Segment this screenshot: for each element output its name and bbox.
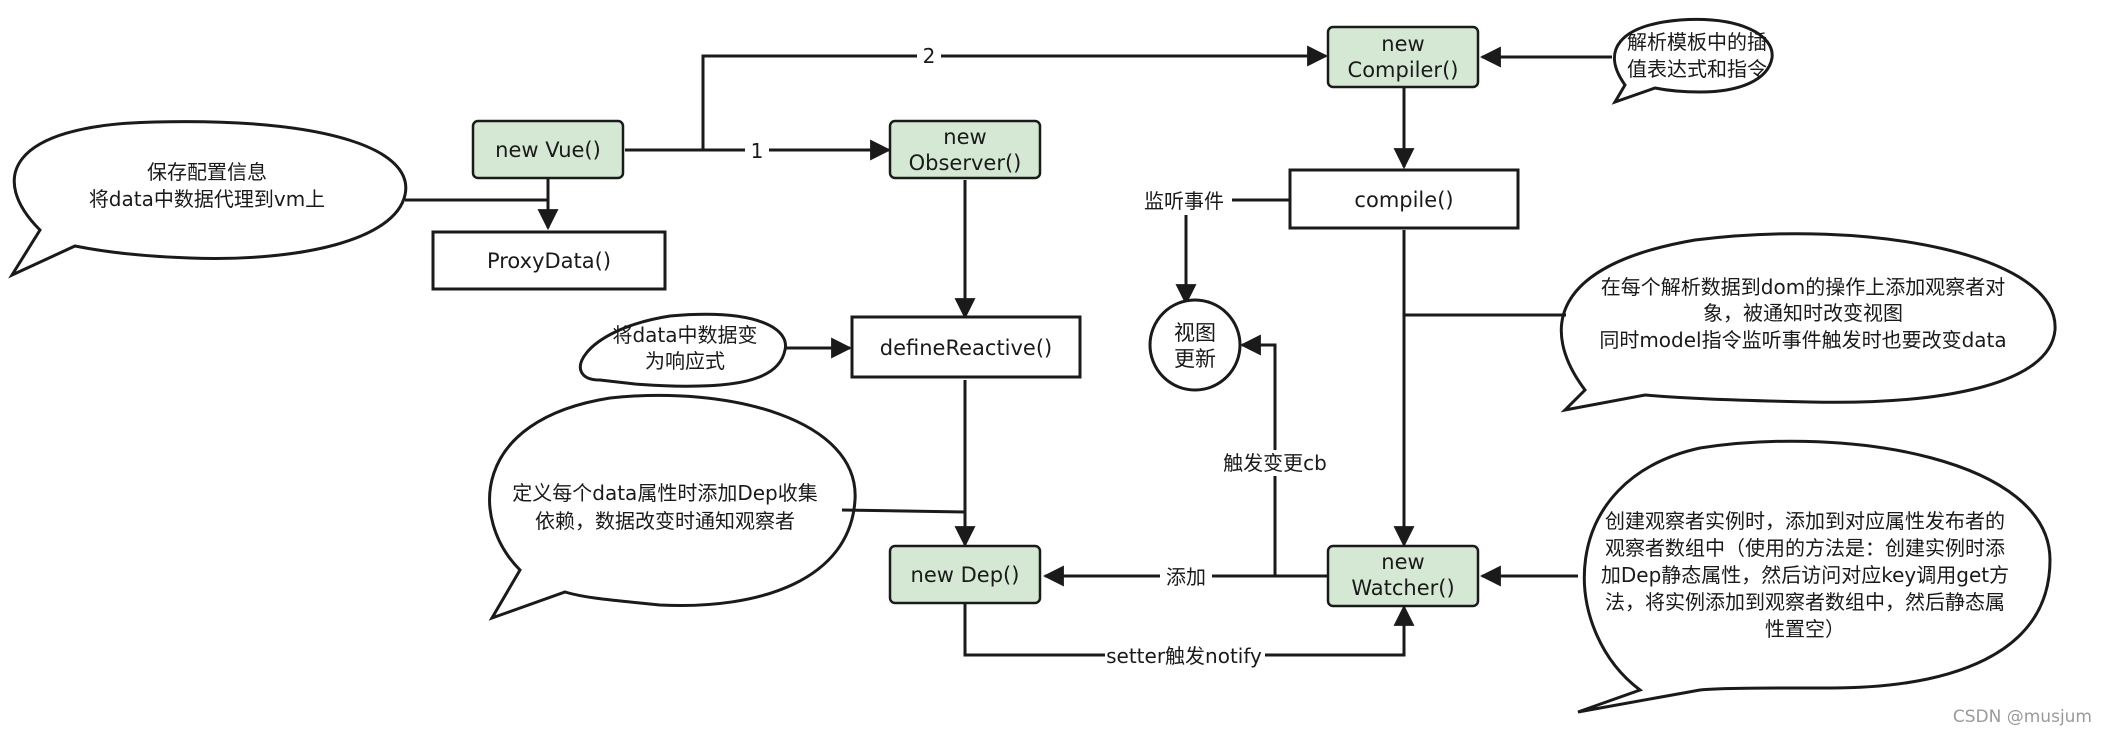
compile-note-bubble <box>1559 232 2057 413</box>
svg-text:创建观察者实例时，添加到对应属性发布者的: 创建观察者实例时，添加到对应属性发布者的 <box>1605 509 2005 533</box>
dep-note-bubble <box>488 393 857 621</box>
svg-text:Observer(): Observer() <box>909 151 1022 175</box>
node-define-reactive: defineReactive() <box>850 315 1082 379</box>
node-compile: compile() <box>1288 168 1520 230</box>
node-new-vue: new Vue() <box>471 119 625 180</box>
svg-text:将data中数据代理到vm上: 将data中数据代理到vm上 <box>89 187 325 211</box>
watcher-note: 创建观察者实例时，添加到对应属性发布者的 观察者数组中（使用的方法是：创建实例时… <box>1601 509 2009 641</box>
vue-note-bubble <box>8 120 408 279</box>
svg-text:Compiler(): Compiler() <box>1348 58 1459 82</box>
node-new-compiler: new Compiler() <box>1326 25 1480 89</box>
svg-text:定义每个data属性时添加Dep收集: 定义每个data属性时添加Dep收集 <box>512 481 817 505</box>
label-step-2: 2 <box>923 44 936 68</box>
svg-text:观察者数组中（使用的方法是：创建实例时添: 观察者数组中（使用的方法是：创建实例时添 <box>1605 536 2005 560</box>
reactive-note: 将data中数据变 为响应式 <box>612 323 757 373</box>
label-trigger-cb: 触发变更cb <box>1223 451 1327 475</box>
svg-text:解析模板中的插: 解析模板中的插 <box>1627 30 1767 54</box>
svg-text:将data中数据变: 将data中数据变 <box>612 323 757 347</box>
svg-text:new Dep(): new Dep() <box>911 563 1020 587</box>
edge-dep-note <box>841 508 966 514</box>
svg-text:new: new <box>1381 550 1424 574</box>
watcher-note-bubble <box>1577 439 2052 714</box>
svg-text:ProxyData(): ProxyData() <box>487 249 611 273</box>
svg-text:new Vue(): new Vue() <box>495 138 601 162</box>
svg-text:值表达式和指令: 值表达式和指令 <box>1627 57 1767 81</box>
watermark: CSDN @musjum <box>1953 707 2092 727</box>
svg-text:new: new <box>1381 32 1424 56</box>
svg-text:性置空）: 性置空） <box>1765 617 1845 641</box>
svg-text:compile(): compile() <box>1354 188 1453 212</box>
compile-note: 在每个解析数据到dom的操作上添加观察者对 象，被通知时改变视图 同时model… <box>1599 275 2006 352</box>
node-view-update: 视图 更新 <box>1148 298 1242 392</box>
svg-text:法，将实例添加到观察者数组中，然后静态属: 法，将实例添加到观察者数组中，然后静态属 <box>1605 590 2005 614</box>
svg-text:象，被通知时改变视图: 象，被通知时改变视图 <box>1703 301 1903 325</box>
label-setter-notify: setter触发notify <box>1106 644 1262 668</box>
vue-note: 保存配置信息 将data中数据代理到vm上 <box>89 160 325 211</box>
svg-text:new: new <box>943 125 986 149</box>
label-add: 添加 <box>1166 565 1206 589</box>
node-proxy-data: ProxyData() <box>431 230 667 291</box>
label-step-1: 1 <box>751 139 764 163</box>
svg-text:Watcher(): Watcher() <box>1351 576 1454 600</box>
svg-text:保存配置信息: 保存配置信息 <box>147 160 267 184</box>
node-new-dep: new Dep() <box>888 544 1042 605</box>
edge-watcher-to-view <box>1239 334 1277 576</box>
svg-text:为响应式: 为响应式 <box>645 349 725 373</box>
compiler-note-bubble <box>1611 17 1774 105</box>
compiler-note: 解析模板中的插 值表达式和指令 <box>1627 30 1767 81</box>
svg-text:加Dep静态属性，然后访问对应key调用get方: 加Dep静态属性，然后访问对应key调用get方 <box>1601 563 2009 587</box>
svg-text:更新: 更新 <box>1174 347 1216 371</box>
node-new-watcher: new Watcher() <box>1326 544 1480 608</box>
label-listen-event: 监听事件 <box>1144 189 1224 213</box>
svg-text:同时model指令监听事件触发时也要改变data: 同时model指令监听事件触发时也要改变data <box>1599 328 2006 352</box>
svg-text:视图: 视图 <box>1174 321 1216 345</box>
svg-text:defineReactive(): defineReactive() <box>880 336 1053 360</box>
node-new-observer: new Observer() <box>888 119 1042 180</box>
edge-vue-to-compiler <box>701 45 1329 150</box>
svg-text:依赖，数据改变时通知观察者: 依赖，数据改变时通知观察者 <box>535 509 795 533</box>
svg-text:在每个解析数据到dom的操作上添加观察者对: 在每个解析数据到dom的操作上添加观察者对 <box>1601 275 2005 299</box>
dep-note: 定义每个data属性时添加Dep收集 依赖，数据改变时通知观察者 <box>512 481 817 533</box>
reactive-note-bubble <box>579 312 788 388</box>
